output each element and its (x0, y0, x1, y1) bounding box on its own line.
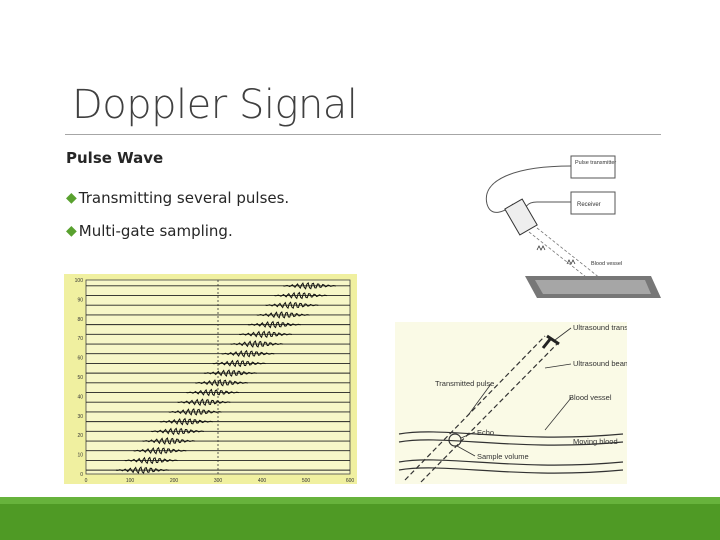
echo-wavelet (194, 378, 249, 387)
bullet-text: Transmitting several pulses. (78, 189, 290, 207)
y-tick-label: 90 (77, 297, 83, 303)
moving-blood-label: Moving blood (573, 437, 618, 446)
diamond-bullet-icon: ◆ (66, 190, 77, 206)
blood-vessel-label: Blood vessel (591, 261, 622, 267)
echo-wavelet (212, 359, 266, 368)
slide-subtitle: Pulse Wave (66, 149, 164, 167)
transmitter-box (570, 155, 616, 179)
echo-wavelet (256, 311, 310, 319)
x-tick-label: 100 (126, 478, 135, 484)
echo-label: Echo (477, 428, 494, 437)
footer-accent-line (0, 497, 720, 504)
echo-wavelet (168, 408, 222, 416)
x-tick-label: 500 (302, 478, 311, 484)
receiver-label: Receiver (577, 202, 601, 208)
y-tick-label: 100 (75, 278, 84, 284)
x-tick-label: 200 (170, 478, 179, 484)
y-tick-label: 50 (77, 375, 83, 381)
multi-gate-signal-chart: 0 10 20 30 40 50 60 70 80 90 100 0 100 200 300 400 500 6… (64, 274, 357, 484)
y-tick-label: 30 (77, 414, 83, 420)
transmitted-pulse-label: Transmitted pulse (435, 379, 494, 388)
x-tick-label: 300 (214, 478, 223, 484)
pulse-doppler-figure: Pulse transmitter Receiver Blood vessel (485, 155, 661, 298)
bullet-item: ◆ Transmitting several pulses. (66, 189, 289, 207)
sample-volume-label: Sample volume (477, 452, 529, 461)
slide-title: Doppler Signal (72, 82, 358, 128)
echo-wavelet (133, 446, 187, 455)
y-tick-label: 60 (77, 356, 83, 362)
footer-bar (0, 504, 720, 540)
bullet-item: ◆ Multi-gate sampling. (66, 222, 233, 240)
transmitter-label: Pulse transmitter (575, 160, 616, 166)
echo-wavelet (274, 291, 328, 300)
echo-wavelet (159, 417, 213, 426)
echo-wavelet (282, 281, 337, 290)
title-divider (65, 134, 661, 135)
y-tick-label: 0 (80, 472, 83, 478)
transducer-label: Ultrasound transducer (573, 323, 627, 332)
echo-wavelet (186, 388, 240, 397)
blood-vessel-label: Blood vessel (569, 393, 612, 402)
echo-wavelet (265, 301, 319, 310)
sample-volume-diagram: Ultrasound transducer Ultrasound beam Tr… (395, 322, 627, 484)
echo-wavelet (230, 340, 284, 348)
echo-wavelet (150, 427, 205, 436)
transducer-probe (504, 198, 538, 236)
echo-wavelet (124, 456, 178, 465)
beam-label: Ultrasound beam (573, 359, 627, 368)
echo-wavelet (238, 330, 293, 339)
echo-wavelet (203, 369, 257, 377)
echo-wavelet (142, 437, 196, 445)
receiver-box (570, 191, 616, 215)
y-tick-label: 70 (77, 336, 83, 342)
echo-wavelet (115, 466, 169, 474)
diagram-background (395, 322, 627, 484)
y-tick-label: 80 (77, 317, 83, 323)
echo-wavelet (247, 320, 301, 329)
x-tick-label: 0 (85, 478, 88, 484)
y-tick-label: 20 (77, 433, 83, 439)
x-tick-label: 400 (258, 478, 267, 484)
y-tick-label: 40 (77, 394, 83, 400)
diamond-bullet-icon: ◆ (66, 223, 77, 239)
echo-wavelet (177, 398, 231, 407)
x-tick-label: 600 (346, 478, 355, 484)
echo-wavelet (221, 349, 275, 358)
y-tick-label: 10 (77, 453, 83, 459)
bullet-text: Multi-gate sampling. (78, 222, 233, 240)
